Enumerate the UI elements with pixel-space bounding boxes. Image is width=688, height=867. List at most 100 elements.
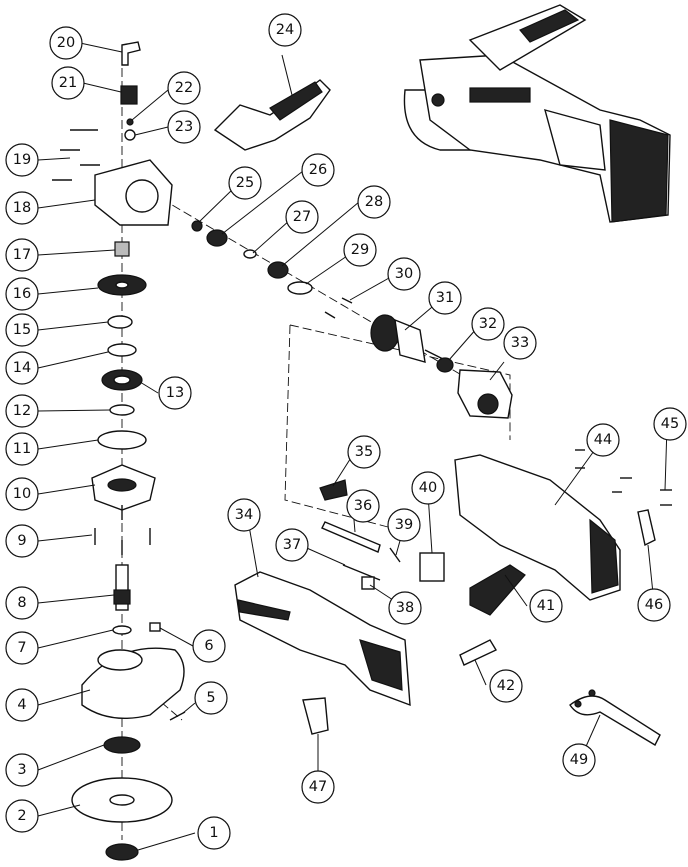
callout-circle (347, 435, 381, 469)
callout-20: 20 (49, 26, 83, 60)
callout-29: 29 (343, 233, 377, 267)
callout-number: 46 (645, 597, 663, 613)
callout-number: 12 (13, 403, 31, 419)
callout-14: 14 (5, 351, 39, 385)
callout-37: 37 (275, 528, 309, 562)
callout-circle (529, 589, 563, 623)
callout-number: 49 (570, 752, 588, 768)
callout-number: 28 (365, 194, 383, 210)
leader-lines (37, 42, 668, 851)
callout-circle (357, 185, 391, 219)
callout-number: 15 (13, 322, 31, 338)
callout-number: 1 (209, 825, 218, 841)
callout-40: 40 (411, 471, 445, 505)
callout-23: 23 (167, 110, 201, 144)
callout-number: 32 (479, 316, 497, 332)
callout-circle (388, 591, 422, 625)
callout-circle (167, 110, 201, 144)
callout-17: 17 (5, 238, 39, 272)
callout-number: 33 (511, 335, 529, 351)
callout-44: 44 (586, 423, 620, 457)
callout-circle (5, 586, 39, 620)
callout-number: 42 (497, 678, 515, 694)
callout-30: 30 (387, 257, 421, 291)
callout-circle (5, 631, 39, 665)
callout-circle (562, 743, 596, 777)
callout-number: 44 (594, 432, 612, 448)
callout-circle (637, 588, 671, 622)
callout-circle (194, 681, 228, 715)
callout-circle (5, 524, 39, 558)
callout-number: 23 (175, 119, 193, 135)
callout-number: 45 (661, 416, 679, 432)
callout-number: 2 (17, 808, 26, 824)
callout-11: 11 (5, 432, 39, 466)
callout-circle (471, 307, 505, 341)
callout-circle (301, 770, 335, 804)
callout-number: 6 (204, 638, 213, 654)
callout-number: 16 (13, 286, 31, 302)
callout-circle (5, 394, 39, 428)
callout-circle (343, 233, 377, 267)
callout-32: 32 (471, 307, 505, 341)
callout-circle (285, 200, 319, 234)
callout-circle (5, 753, 39, 787)
callout-circle (586, 423, 620, 457)
callout-number: 21 (59, 75, 77, 91)
callout-circle (275, 528, 309, 562)
callout-number: 9 (17, 533, 26, 549)
callout-number: 19 (13, 152, 31, 168)
callout-16: 16 (5, 277, 39, 311)
callout-number: 22 (175, 80, 193, 96)
callout-number: 18 (13, 200, 31, 216)
callout-number: 17 (13, 247, 31, 263)
callout-circle (503, 326, 537, 360)
callout-25: 25 (228, 166, 262, 200)
callout-circle (5, 143, 39, 177)
callout-6: 6 (192, 629, 226, 663)
callout-number: 26 (309, 162, 327, 178)
callout-49: 49 (562, 743, 596, 777)
callout-number: 11 (13, 441, 31, 457)
callout-circle (167, 71, 201, 105)
callout-circle (653, 407, 687, 441)
callout-circle (227, 498, 261, 532)
callout-27: 27 (285, 200, 319, 234)
assembled-grinder-illustration (403, 4, 671, 223)
callout-number: 47 (309, 779, 327, 795)
callout-7: 7 (5, 631, 39, 665)
callout-22: 22 (167, 71, 201, 105)
callout-13: 13 (158, 376, 192, 410)
callout-circle (5, 277, 39, 311)
callout-number: 8 (17, 595, 26, 611)
callout-number: 29 (351, 242, 369, 258)
callout-number: 7 (17, 640, 26, 656)
callout-number: 40 (419, 480, 437, 496)
callout-circle (158, 376, 192, 410)
callout-10: 10 (5, 477, 39, 511)
callout-number: 34 (235, 507, 253, 523)
callout-circle (5, 688, 39, 722)
callout-number: 36 (354, 498, 372, 514)
callout-45: 45 (653, 407, 687, 441)
callout-41: 41 (529, 589, 563, 623)
callout-circle (5, 799, 39, 833)
callout-38: 38 (388, 591, 422, 625)
callout-12: 12 (5, 394, 39, 428)
callout-2: 2 (5, 799, 39, 833)
callout-circle (5, 191, 39, 225)
callout-circle (268, 13, 302, 47)
callout-number: 25 (236, 175, 254, 191)
callout-circle (346, 489, 380, 523)
callout-circle (387, 257, 421, 291)
callout-9: 9 (5, 524, 39, 558)
callout-number: 4 (17, 697, 26, 713)
part-shapes (52, 41, 672, 861)
callout-number: 39 (395, 517, 413, 533)
callout-circle (51, 66, 85, 100)
callout-number: 37 (283, 537, 301, 553)
motor-group-outline-right (289, 324, 511, 440)
callout-number: 27 (293, 209, 311, 225)
callout-18: 18 (5, 191, 39, 225)
